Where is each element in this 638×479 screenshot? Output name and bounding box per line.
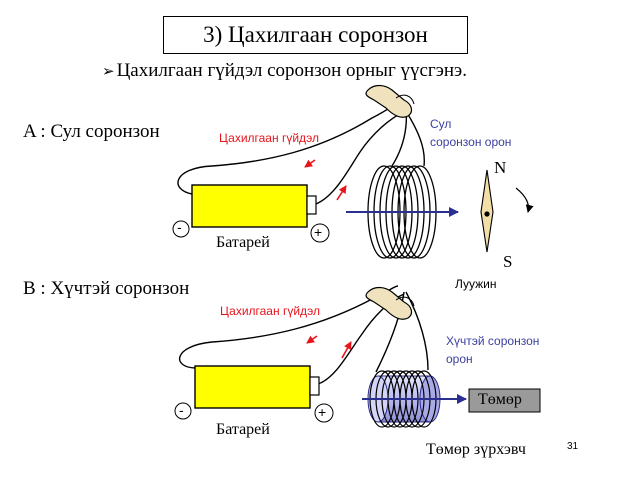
wire-a-right <box>315 111 405 205</box>
field-label-a-line2: соронзон орон <box>430 135 512 149</box>
subtitle-text: Цахилгаан гүйдэл соронзон орныг үүсгэнэ. <box>116 60 467 81</box>
field-label-a-line1: Сул <box>430 117 452 131</box>
battery-b-minus: - <box>179 402 184 418</box>
iron-box <box>468 388 541 413</box>
current-label-a: Цахилгаан гүйдэл <box>219 131 320 145</box>
field-label-b-line1: Хүчтэй соронзон <box>446 334 540 348</box>
compass-label: Луужин <box>455 277 497 291</box>
page-number: 31 <box>567 441 579 452</box>
battery-b-plus-circle <box>314 403 334 423</box>
compass-rotation-arrow <box>515 187 534 213</box>
field-label-b-line2: орон <box>446 352 473 366</box>
battery-a <box>191 184 317 228</box>
diagram-a <box>172 84 534 259</box>
battery-a-plus-circle <box>310 223 330 243</box>
slide-title: 3) Цахилгаан соронзон <box>163 16 468 54</box>
wire-b-left <box>179 285 399 369</box>
iron-label: Төмөр <box>478 391 522 408</box>
battery-b <box>194 365 320 409</box>
hand-b-icon <box>365 286 415 320</box>
compass-north: N <box>494 158 507 177</box>
wire-b-from-coil <box>405 291 429 371</box>
checkmark-arrow-icon: ➢ <box>102 62 115 80</box>
slide-title-text: 3) Цахилгаан соронзон <box>203 22 428 47</box>
wire-a-left <box>177 103 399 195</box>
current-arrow-b1 <box>306 335 318 344</box>
current-arrow-a1 <box>304 159 316 168</box>
section-b-label: B : Хүчтэй соронзон <box>23 278 190 299</box>
section-a-label: A : Сул соронзон <box>23 121 160 142</box>
hand-a-icon <box>365 84 415 118</box>
current-label-b: Цахилгаан гүйдэл <box>220 304 321 318</box>
battery-a-plus: + <box>314 224 323 240</box>
battery-a-minus: - <box>177 219 182 235</box>
battery-b-label: Батарей <box>216 421 270 438</box>
subtitle: ➢Цахилгаан гүйдэл соронзон орныг үүсгэнэ… <box>102 60 467 82</box>
diagram-b <box>174 285 541 428</box>
compass-needle-icon <box>480 169 494 253</box>
current-arrow-a2 <box>336 185 347 201</box>
battery-a-label: Батарей <box>216 234 270 251</box>
compass-south: S <box>503 252 513 271</box>
current-arrow-b2 <box>341 341 352 359</box>
battery-b-plus: + <box>318 404 327 420</box>
battery-a-minus-circle <box>172 220 190 238</box>
battery-b-minus-circle <box>174 402 192 420</box>
iron-core-label: Төмөр зүрхэвч <box>426 441 526 458</box>
